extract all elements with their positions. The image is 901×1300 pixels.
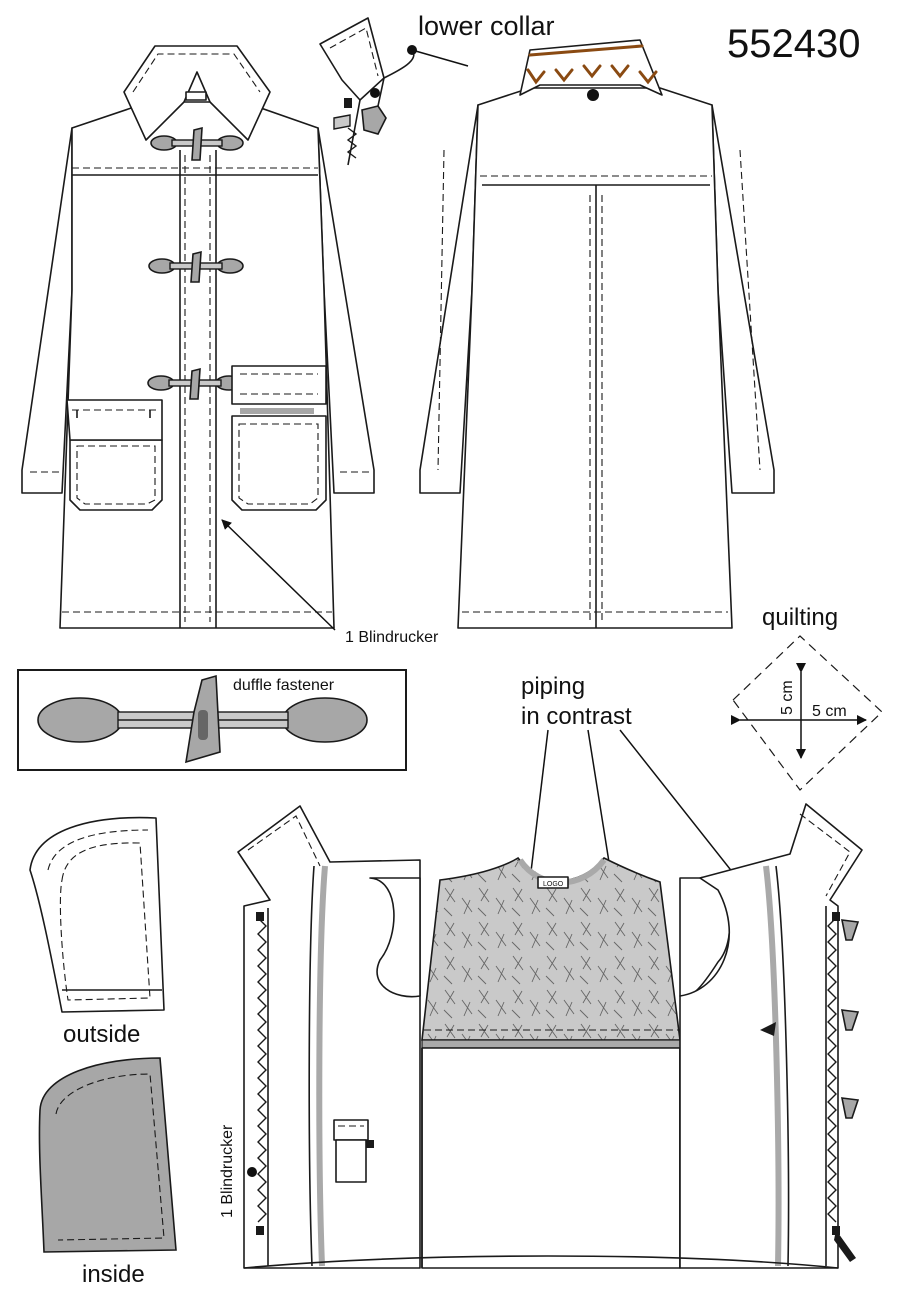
lower-collar-label: lower collar	[418, 11, 555, 41]
coat-back-view	[419, 39, 775, 629]
blindrucker-inside-label: 1 Blindrucker	[219, 1124, 236, 1218]
front-toggle-1	[150, 126, 244, 161]
front-body	[59, 99, 335, 629]
coat-front-view	[21, 45, 375, 629]
inside-back-lower	[421, 1047, 681, 1269]
coat-inside-view: LOGO	[237, 803, 863, 1269]
inside-welt-pocket	[333, 1119, 374, 1183]
duffle-fastener-box	[17, 669, 407, 771]
hood-inside	[38, 1057, 177, 1253]
lower-collar-detail	[319, 17, 469, 166]
left-piping	[316, 865, 328, 1267]
back-piping-band	[421, 1039, 681, 1049]
piping-label-line1: piping	[521, 673, 585, 700]
quilting-label: quilting	[762, 604, 838, 631]
duffle-fastener-label: duffle fastener	[233, 677, 335, 694]
inside-left-armhole	[369, 877, 421, 998]
hood-outside	[29, 816, 165, 1013]
left-zipper	[257, 917, 267, 1223]
inside-lining-tag	[537, 876, 569, 889]
right-piping	[763, 865, 782, 1267]
blindrucker-front-label: 1 Blindrucker	[345, 629, 439, 646]
hood-outside-label: outside	[63, 1021, 140, 1048]
front-left-pocket	[66, 399, 163, 511]
inside-left-front	[237, 805, 421, 1269]
inside-lining-tag-text: LOGO	[543, 881, 564, 888]
collar-topstitch	[526, 44, 658, 85]
inside-right-front	[679, 803, 863, 1269]
piping-label-line2: in contrast	[521, 703, 632, 730]
hood-inside-label: inside	[82, 1261, 145, 1288]
pattern-number: 552430	[727, 22, 860, 66]
back-collar	[519, 39, 663, 96]
front-left-sleeve	[21, 127, 73, 494]
quilting-dim-horizontal: 5 cm	[812, 703, 847, 720]
collar-hanger-tag	[185, 91, 207, 101]
back-body	[457, 87, 733, 629]
quilting-diagram	[731, 635, 883, 791]
quilting-dim-vertical: 5 cm	[779, 680, 796, 715]
front-toggle-2	[148, 250, 244, 283]
front-placket	[179, 150, 217, 628]
right-zipper	[827, 917, 837, 1223]
front-right-pocket	[231, 365, 327, 511]
